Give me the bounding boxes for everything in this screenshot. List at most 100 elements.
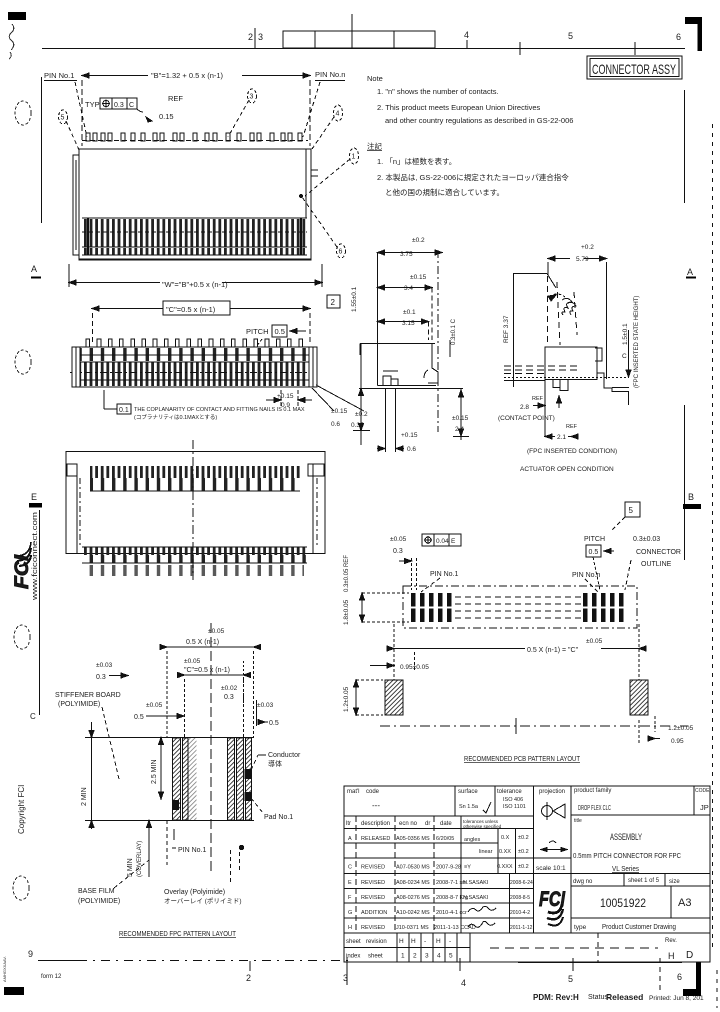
svg-text:G: G: [348, 910, 352, 916]
svg-text:2008-8-5: 2008-8-5: [510, 895, 530, 901]
svg-text:THE COPLANARITY OF CONTACT AND: THE COPLANARITY OF CONTACT AND FITTING N…: [134, 407, 305, 413]
svg-text:B: B: [688, 492, 694, 502]
svg-text:title: title: [574, 818, 582, 824]
svg-text:Copyright FCI: Copyright FCI: [17, 785, 26, 834]
svg-text:5 MIN: 5 MIN: [127, 858, 134, 877]
svg-text:OUTLINE: OUTLINE: [641, 561, 672, 568]
svg-text:Printed: Jun 8, 201: Printed: Jun 8, 201: [649, 995, 704, 1002]
svg-text:otherwise specified: otherwise specified: [463, 824, 502, 829]
svg-text:H: H: [436, 938, 441, 945]
svg-text:(COVERLAY): (COVERLAY): [137, 841, 143, 877]
svg-text:0.3: 0.3: [96, 674, 106, 681]
svg-text:±0.2: ±0.2: [518, 849, 529, 855]
svg-text:H: H: [668, 951, 675, 961]
svg-text:ltr: ltr: [346, 821, 351, 827]
svg-text:CONNECTOR ASSY: CONNECTOR ASSY: [592, 61, 676, 77]
svg-text:A: A: [687, 267, 693, 277]
svg-text:scale 10:1: scale 10:1: [536, 865, 566, 872]
svg-text:N.SASAKI: N.SASAKI: [463, 880, 489, 886]
svg-text:6: 6: [676, 32, 681, 42]
svg-text:と他の国の規制に適合しています。: と他の国の規制に適合しています。: [385, 187, 504, 197]
svg-text:6: 6: [339, 249, 343, 256]
svg-text:1: 1: [401, 953, 405, 960]
svg-text:product family: product family: [574, 788, 611, 794]
svg-text:2.8: 2.8: [520, 404, 529, 411]
svg-text:"C"=0.5 x (n-1): "C"=0.5 x (n-1): [166, 305, 216, 314]
svg-text:tolerance: tolerance: [497, 789, 522, 795]
svg-text:0.5 X (n-1) = "C": 0.5 X (n-1) = "C": [527, 647, 579, 654]
svg-text:-: -: [424, 938, 426, 945]
svg-text:TYP: TYP: [85, 100, 100, 109]
svg-text:0.3±0.1 C: 0.3±0.1 C: [451, 318, 457, 345]
svg-text:≡Y: ≡Y: [464, 865, 471, 871]
svg-text:(POLYIMIDE): (POLYIMIDE): [78, 898, 120, 905]
svg-text:C: C: [348, 865, 352, 871]
svg-text:0.04: 0.04: [436, 538, 449, 545]
svg-text:±0.2: ±0.2: [518, 835, 529, 841]
svg-text:2008-7-1 sm: 2008-7-1 sm: [436, 880, 467, 886]
svg-text:0.3: 0.3: [224, 694, 234, 701]
svg-text:0.X: 0.X: [501, 835, 510, 841]
svg-text:C: C: [129, 102, 134, 109]
svg-text:tolerances unless: tolerances unless: [463, 819, 499, 824]
svg-text:5: 5: [449, 953, 453, 960]
svg-text:C: C: [30, 712, 36, 721]
svg-text:1.5±0.1: 1.5±0.1: [622, 323, 629, 345]
svg-text:PIN No.1: PIN No.1: [44, 71, 74, 80]
svg-text:±0.03: ±0.03: [257, 702, 274, 709]
svg-text:2010-4-1 ccr: 2010-4-1 ccr: [436, 910, 467, 916]
svg-text:2: 2: [413, 953, 417, 960]
svg-text:VL Series: VL Series: [612, 864, 639, 873]
svg-text:sheet: sheet: [346, 939, 361, 945]
svg-text:size: size: [669, 879, 680, 885]
svg-text:5: 5: [61, 115, 65, 122]
svg-text:9: 9: [28, 949, 33, 959]
svg-text:-: -: [449, 938, 451, 945]
svg-text:2. This product meets European: 2. This product meets European Union Dir…: [377, 103, 541, 112]
svg-text:2011-1-13 CCAD: 2011-1-13 CCAD: [434, 925, 476, 931]
svg-text:REVISED: REVISED: [361, 925, 385, 931]
svg-text:4: 4: [461, 978, 466, 988]
svg-text:dwg no: dwg no: [573, 879, 593, 885]
svg-text:0.3: 0.3: [114, 102, 124, 109]
svg-text:2011-1-12: 2011-1-12: [510, 925, 533, 931]
svg-text:"C"=0.5 x (n-1): "C"=0.5 x (n-1): [184, 667, 230, 674]
svg-text:A: A: [348, 836, 352, 842]
svg-text:CONNECTOR: CONNECTOR: [636, 549, 681, 556]
svg-text:+0.2: +0.2: [581, 244, 594, 251]
svg-text:3.15: 3.15: [402, 320, 415, 327]
svg-text:3: 3: [425, 953, 429, 960]
svg-text:+0.15: +0.15: [277, 393, 294, 400]
svg-text:PIN No.1: PIN No.1: [178, 847, 207, 854]
svg-text:REVISED: REVISED: [361, 880, 385, 886]
svg-text:5: 5: [568, 974, 573, 984]
svg-text:ISO 406: ISO 406: [503, 797, 523, 803]
svg-text:Overlay (Polyimide): Overlay (Polyimide): [164, 889, 225, 896]
svg-text:Status:: Status:: [588, 994, 610, 1001]
svg-text:0.5: 0.5: [589, 549, 599, 556]
svg-text:ecn no: ecn no: [399, 821, 418, 827]
svg-text:DROP FLEX CLC: DROP FLEX CLC: [578, 805, 611, 812]
svg-text:(コプラナリティは0.1MAXとする): (コプラナリティは0.1MAXとする): [134, 414, 217, 421]
svg-text:0.5: 0.5: [269, 720, 279, 727]
svg-text:sheet 1 of 5: sheet 1 of 5: [628, 877, 659, 884]
svg-text:REF 3.37: REF 3.37: [503, 315, 510, 343]
svg-text:2: 2: [331, 298, 336, 307]
svg-text:2007-9-28: 2007-9-28: [436, 865, 461, 871]
svg-text:PIN No.n: PIN No.n: [572, 572, 601, 579]
svg-text:"W"="B"+0.5 x (n-1): "W"="B"+0.5 x (n-1): [162, 280, 228, 289]
svg-text:PIN No.n: PIN No.n: [315, 70, 345, 79]
svg-text:0.5mm PITCH CONNECTOR FOR FPC: 0.5mm PITCH CONNECTOR FOR FPC: [573, 851, 681, 860]
svg-text:6: 6: [677, 972, 682, 982]
svg-text:REVISED: REVISED: [361, 895, 385, 901]
svg-text:N.SASAKI: N.SASAKI: [463, 895, 489, 901]
svg-text:index: index: [346, 954, 360, 960]
svg-text:PDM: Rev:H: PDM: Rev:H: [533, 993, 579, 1002]
svg-text:FCI: FCI: [539, 888, 566, 911]
svg-text:"B"=1.32 + 0.5 x (n-1): "B"=1.32 + 0.5 x (n-1): [151, 71, 224, 80]
svg-text:A: A: [31, 264, 37, 274]
svg-text:±0.05: ±0.05: [146, 702, 163, 709]
svg-text:Pad No.1: Pad No.1: [264, 814, 293, 821]
svg-text:dr: dr: [425, 821, 430, 827]
svg-text:0.XX: 0.XX: [499, 849, 511, 855]
